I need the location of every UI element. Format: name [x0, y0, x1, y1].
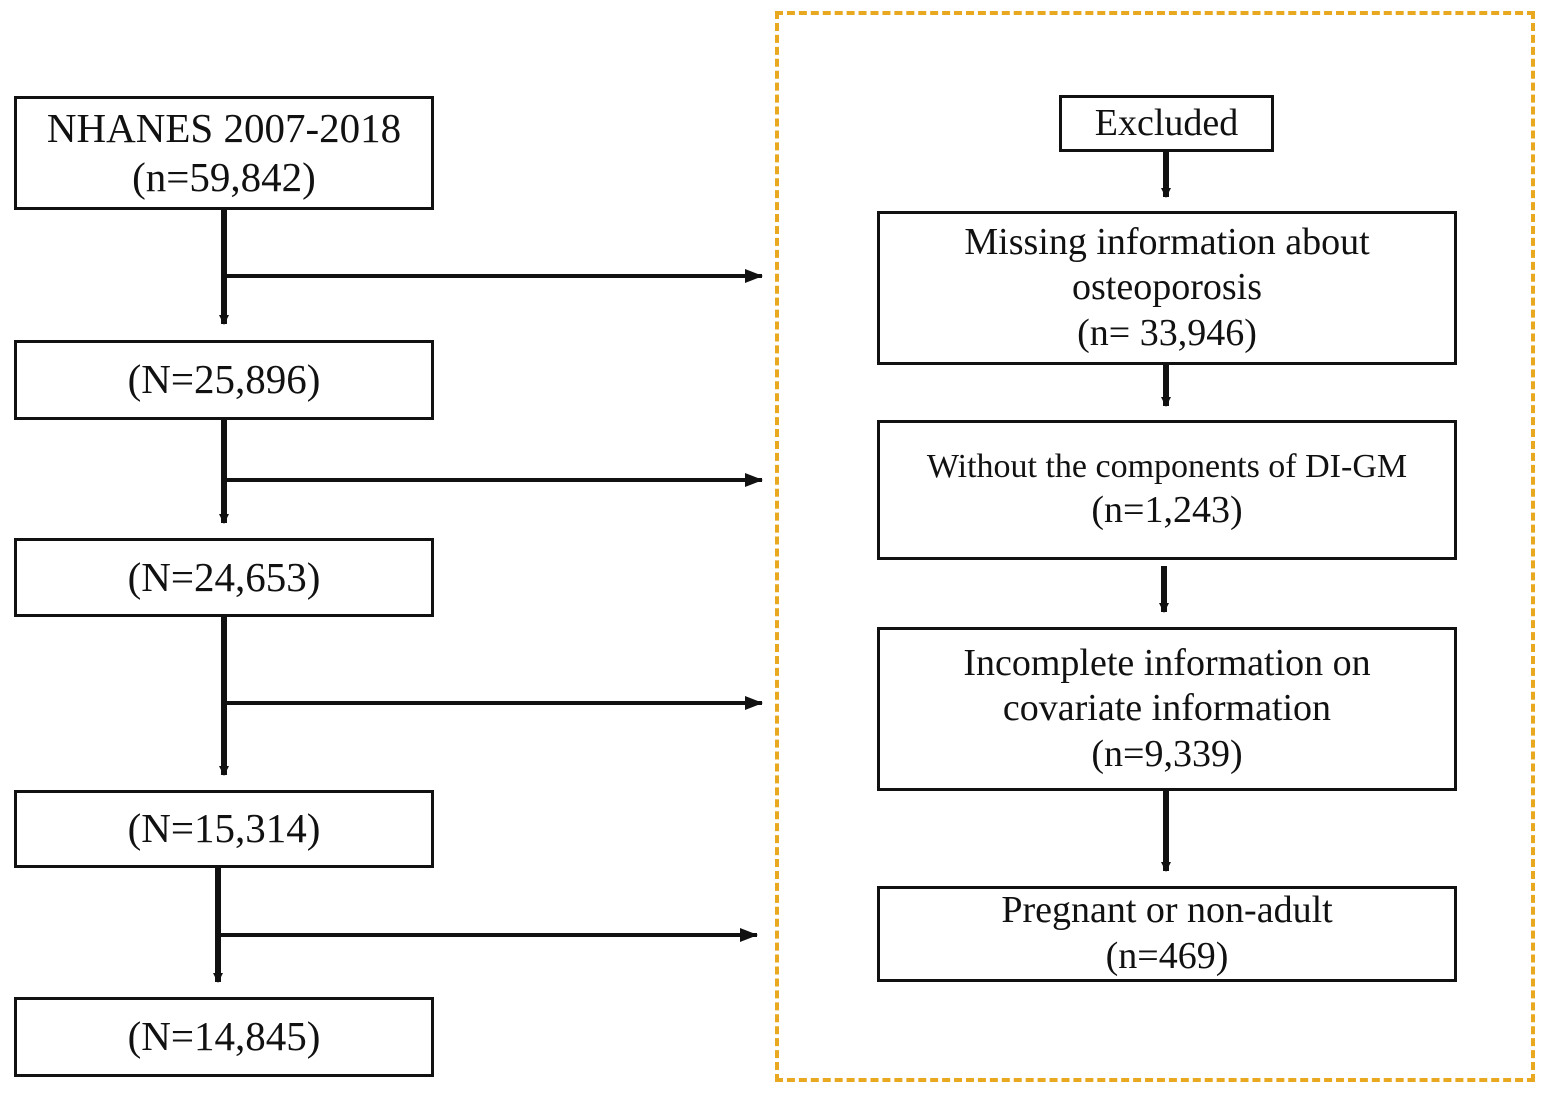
main-step-box: (N=14,845): [14, 997, 434, 1077]
exclusion-reason: Missing information about: [964, 220, 1370, 263]
excluded-header: Excluded: [1094, 101, 1239, 144]
exclusion-count: (n=9,339): [1091, 732, 1243, 775]
main-step-box: (N=25,896): [14, 340, 434, 420]
main-step-title: NHANES 2007-2018: [46, 104, 402, 151]
main-step-count: (N=14,845): [127, 1013, 321, 1060]
exclusion-box: Without the components of DI-GM (n=1,243…: [877, 420, 1457, 560]
exclusion-reason: Incomplete information on: [963, 641, 1371, 684]
exclusion-reason: Pregnant or non-adult: [1001, 889, 1333, 932]
main-step-box: (N=24,653): [14, 538, 434, 617]
exclusion-count: (n= 33,946): [1077, 311, 1257, 354]
main-step-count: (N=25,896): [127, 356, 321, 403]
excluded-header-box: Excluded: [1059, 95, 1274, 152]
exclusion-reason: osteoporosis: [1072, 266, 1262, 309]
exclusion-box: Pregnant or non-adult (n=469): [877, 886, 1457, 982]
main-step-count: (N=24,653): [127, 553, 321, 600]
main-step-count: (n=59,842): [132, 154, 316, 200]
exclusion-count: (n=469): [1105, 935, 1229, 977]
exclusion-frame: [775, 11, 1535, 1082]
main-step-count: (N=15,314): [127, 805, 321, 852]
main-step-box: (N=15,314): [14, 790, 434, 868]
exclusion-reason: Without the components of DI-GM: [926, 447, 1408, 485]
exclusion-box: Incomplete information on covariate info…: [877, 627, 1457, 791]
exclusion-box: Missing information about osteoporosis (…: [877, 211, 1457, 365]
exclusion-count: (n=1,243): [1091, 488, 1243, 531]
main-step-box: NHANES 2007-2018 (n=59,842): [14, 96, 434, 210]
exclusion-reason: covariate information: [1002, 687, 1332, 730]
